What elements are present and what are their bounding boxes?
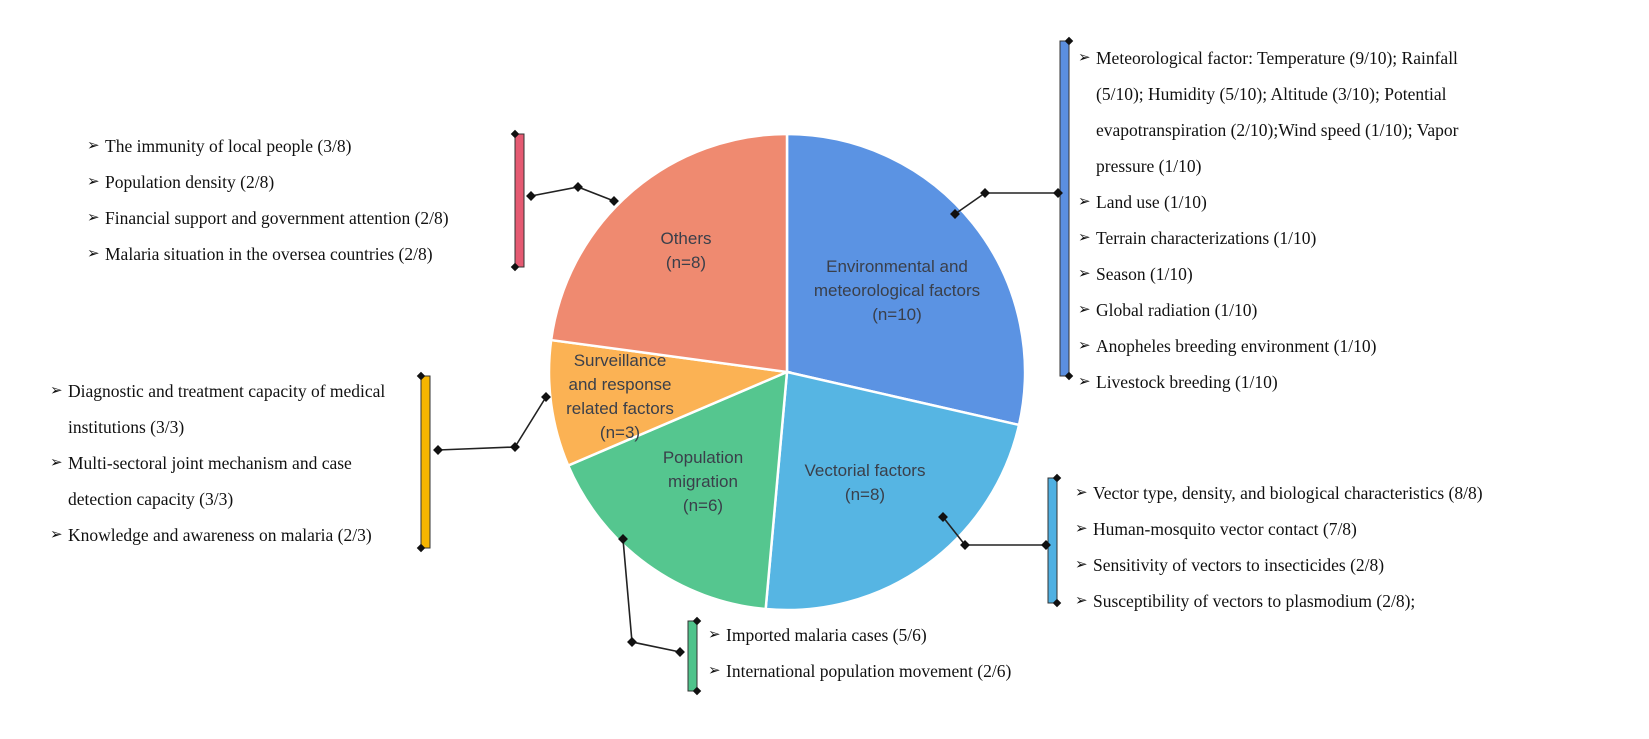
arrow-bullet-icon: ➢ xyxy=(1078,194,1091,210)
bracket-end-dot xyxy=(692,686,702,696)
list-item: ➢Multi-sectoral joint mechanism and case… xyxy=(50,445,405,517)
bracket-end-dot xyxy=(510,262,520,272)
list-item: ➢ Livestock breeding (1/10) xyxy=(1078,364,1508,400)
arrow-bullet-icon: ➢ xyxy=(1078,338,1091,354)
population-migration-list: ➢Imported malaria cases (5/6) ➢Internati… xyxy=(708,617,1068,689)
leader-dot xyxy=(960,540,970,550)
pie-slice-vec xyxy=(764,370,1021,612)
bracket-end-dot xyxy=(1064,371,1074,381)
others-factor-list: ➢The immunity of local people (3/8) ➢Pop… xyxy=(87,128,517,272)
list-item: ➢Meteorological factor: Temperature (9/1… xyxy=(1078,40,1508,184)
bracket-bar-oth xyxy=(514,133,525,268)
leader-dot xyxy=(938,512,948,522)
list-item: ➢Human-mosquito vector contact (7/8) xyxy=(1075,511,1555,547)
leader-dot xyxy=(980,188,990,198)
arrow-bullet-icon: ➢ xyxy=(87,174,100,190)
arrow-bullet-icon: ➢ xyxy=(708,663,721,679)
pie-slice-env xyxy=(785,132,1027,427)
bracket-end-dot xyxy=(1052,598,1062,608)
leader-dot xyxy=(573,182,583,192)
bracket-bar-pop xyxy=(687,620,698,692)
leader-dot xyxy=(618,534,628,544)
arrow-bullet-icon: ➢ xyxy=(1075,593,1088,609)
list-item: ➢Season (1/10) xyxy=(1078,256,1508,292)
slice-label-oth: Others(n=8) xyxy=(660,229,711,272)
leader-dot xyxy=(433,445,443,455)
leader-dot xyxy=(541,392,551,402)
arrow-bullet-icon: ➢ xyxy=(1075,557,1088,573)
list-item: ➢Global radiation (1/10) xyxy=(1078,292,1508,328)
surveillance-factor-list: ➢Diagnostic and treatment capacity of me… xyxy=(50,373,405,553)
bracket-end-dot xyxy=(1052,473,1062,483)
bracket-end-dot xyxy=(416,543,426,553)
list-item: ➢Susceptibility of vectors to plasmodium… xyxy=(1075,583,1555,619)
list-item: ➢Terrain characterizations (1/10) xyxy=(1078,220,1508,256)
pie-slice-sur xyxy=(547,338,792,468)
arrow-bullet-icon: ➢ xyxy=(1075,485,1088,501)
arrow-bullet-icon: ➢ xyxy=(87,138,100,154)
pie-slice-pop xyxy=(566,370,789,611)
bracket-bar-sur xyxy=(420,375,431,549)
leader-dot xyxy=(675,647,685,657)
list-item: ➢International population movement (2/6) xyxy=(708,653,1068,689)
list-item: ➢Knowledge and awareness on malaria (2/3… xyxy=(50,517,405,553)
leader-dot xyxy=(526,191,536,201)
arrow-bullet-icon: ➢ xyxy=(1078,266,1091,282)
slice-label-vec: Vectorial factors(n=8) xyxy=(805,461,926,504)
leader-dot xyxy=(1041,540,1051,550)
list-item: ➢Anopheles breeding environment (1/10) xyxy=(1078,328,1508,364)
leader-line-sur xyxy=(437,396,547,451)
environmental-factor-list: ➢Meteorological factor: Temperature (9/1… xyxy=(1078,40,1508,400)
list-item: ➢Financial support and government attent… xyxy=(87,200,517,236)
list-item: ➢Vector type, density, and biological ch… xyxy=(1075,475,1555,511)
arrow-bullet-icon: ➢ xyxy=(1078,302,1091,318)
arrow-bullet-icon: ➢ xyxy=(1078,374,1091,390)
leader-dot xyxy=(609,196,619,206)
arrow-bullet-icon: ➢ xyxy=(1078,50,1091,66)
list-item: ➢Diagnostic and treatment capacity of me… xyxy=(50,373,405,445)
arrow-bullet-icon: ➢ xyxy=(50,527,63,543)
list-item: ➢Imported malaria cases (5/6) xyxy=(708,617,1068,653)
list-item: ➢Sensitivity of vectors to insecticides … xyxy=(1075,547,1555,583)
arrow-bullet-icon: ➢ xyxy=(50,383,63,399)
bracket-bar-env xyxy=(1059,40,1070,377)
arrow-bullet-icon: ➢ xyxy=(1075,521,1088,537)
list-item: ➢Population density (2/8) xyxy=(87,164,517,200)
bracket-bar-vec xyxy=(1047,477,1058,604)
leader-line-env xyxy=(954,192,1058,215)
list-item: ➢Land use (1/10) xyxy=(1078,184,1508,220)
leader-dot xyxy=(627,637,637,647)
arrow-bullet-icon: ➢ xyxy=(1078,230,1091,246)
arrow-bullet-icon: ➢ xyxy=(708,627,721,643)
leader-line-oth xyxy=(530,186,615,202)
leader-dot xyxy=(950,209,960,219)
arrow-bullet-icon: ➢ xyxy=(87,210,100,226)
leader-dot xyxy=(510,442,520,452)
bracket-end-dot xyxy=(692,616,702,626)
leader-dot xyxy=(1053,188,1063,198)
bracket-end-dot xyxy=(416,371,426,381)
pie-slice-oth xyxy=(549,132,789,374)
arrow-bullet-icon: ➢ xyxy=(50,455,63,471)
arrow-bullet-icon: ➢ xyxy=(87,246,100,262)
list-item: ➢The immunity of local people (3/8) xyxy=(87,128,517,164)
vectorial-factor-list: ➢Vector type, density, and biological ch… xyxy=(1075,475,1555,619)
list-item: ➢Malaria situation in the oversea countr… xyxy=(87,236,517,272)
